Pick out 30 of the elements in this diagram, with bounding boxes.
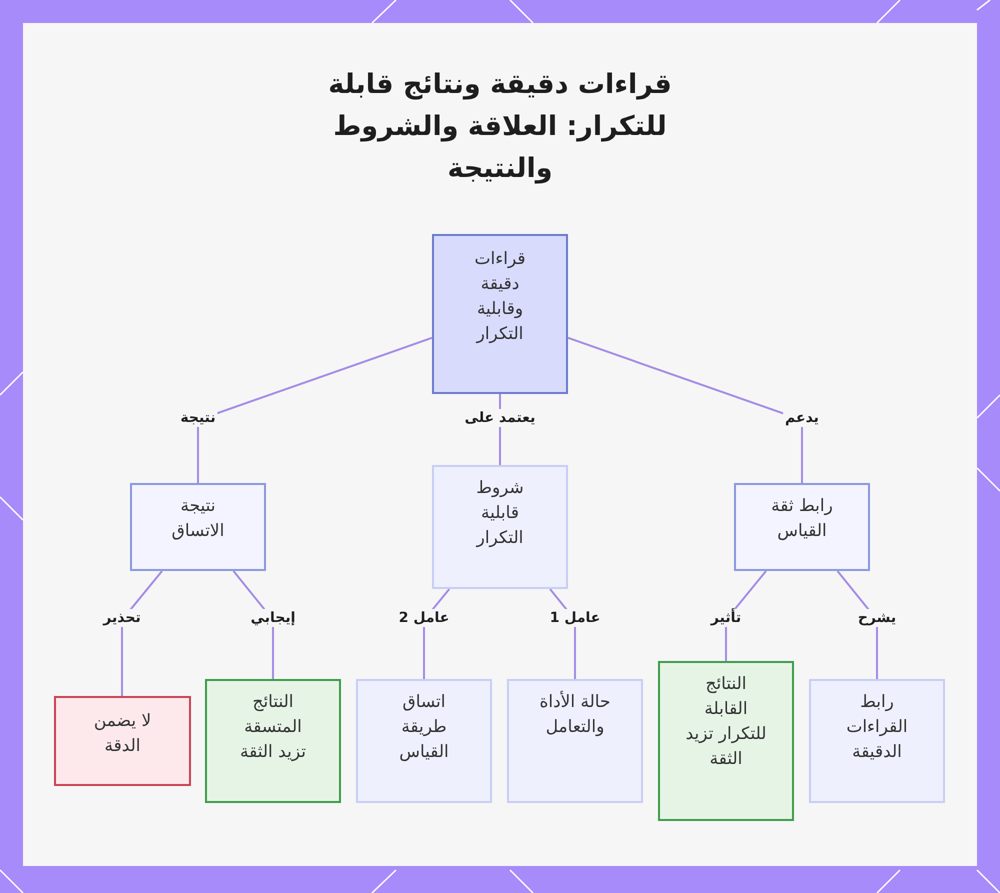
connector-line [197,336,432,483]
edge-label: يعتمد على [462,409,538,427]
node-label: حالة الأداة والتعامل [538,690,612,739]
process-box [734,483,870,571]
node-label: لا يضمن الدقة [92,710,152,758]
node-label: رابط ثقة القياس [770,495,834,543]
edge-label: إيجابي [248,609,298,627]
connector-line [568,336,803,483]
process-box [809,679,945,803]
process-box [130,483,266,571]
node-label: شروط قابلية التكرار [474,477,525,550]
process-box [432,234,568,394]
diagram-title: قراءات دقيقة ونتائج قابلة للتكرار: العلاقة والشروط والنتيجة [327,68,673,186]
node-label: النتائج القابلة للتكرار تزيد الثقة [684,673,768,771]
process-box [432,465,568,589]
node-label: رابط القراءات الدقيقة [845,691,909,764]
edge-label: يشرح [856,609,898,627]
node-label: اتساق طريقة القياس [398,691,450,764]
process-box [356,679,492,803]
process-box [205,679,341,803]
process-box [658,661,794,821]
node-label: نتيجة الاتساق [170,495,226,543]
edge-label: تأثير [708,609,744,627]
edge-label: نتيجة [178,409,218,427]
edge-label: تحذير [101,609,143,627]
node-label: النتائج المتسقة تزيد الثقة [239,691,307,764]
process-box [54,696,191,786]
node-label: قراءات دقيقة وقابلية التكرار [474,248,526,346]
process-box [507,679,643,803]
edge-label: يدعم [783,409,821,427]
